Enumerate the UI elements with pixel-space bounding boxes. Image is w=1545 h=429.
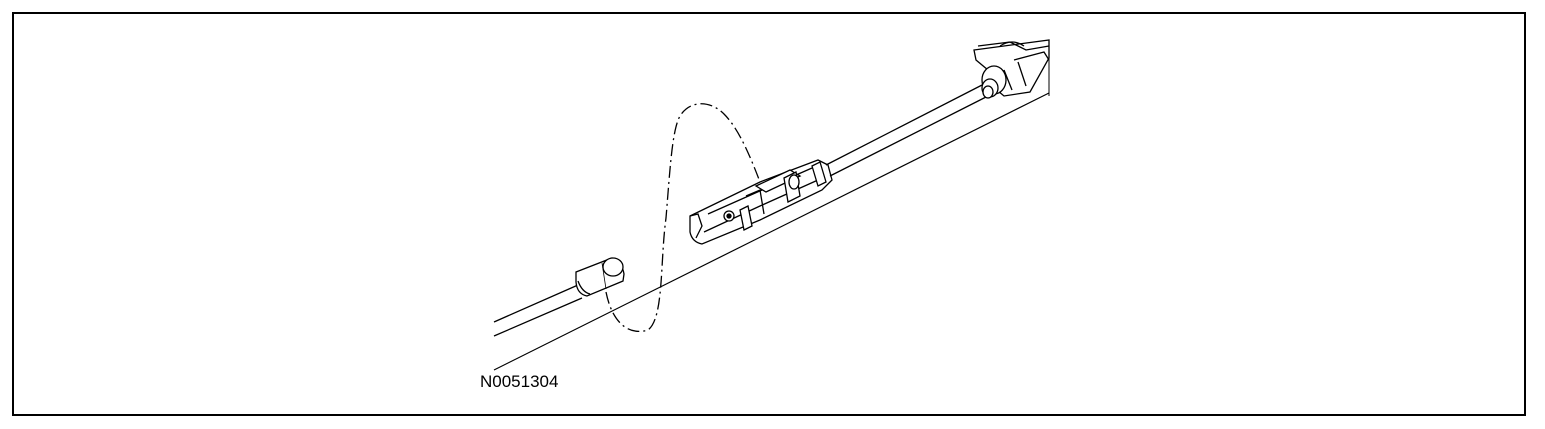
ground-line: [493, 92, 1050, 371]
right-cable: [825, 83, 989, 177]
cable-housing-bracket: [973, 39, 1050, 99]
cable-connector-clip: [689, 159, 833, 245]
figure-reference-number: N0051304: [480, 372, 559, 391]
cable-sleeve: [575, 257, 625, 297]
left-cable: [493, 284, 583, 337]
